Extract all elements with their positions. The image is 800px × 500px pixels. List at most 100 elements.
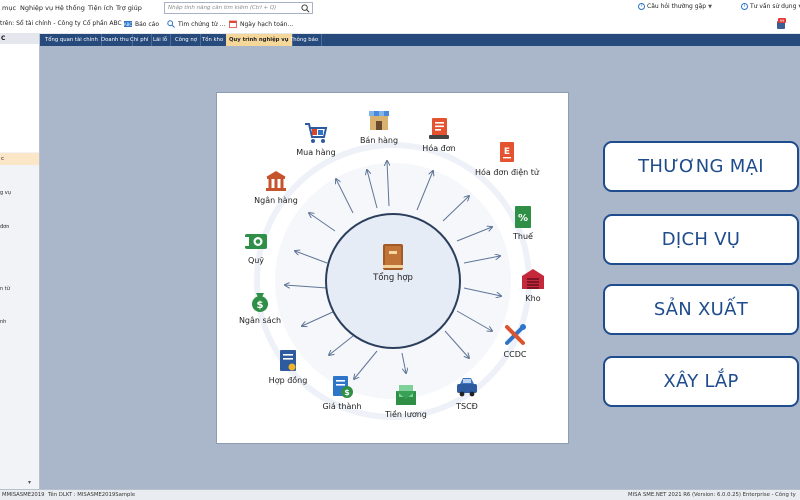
menu-item-tien-ich[interactable]: Tiện ích <box>88 4 114 12</box>
node-kho[interactable]: Kho <box>505 267 561 303</box>
menu-item-nghiep-vu[interactable]: Nghiệp vụ <box>20 4 54 12</box>
diagram-background <box>254 142 532 420</box>
report-icon: ABC <box>124 21 132 27</box>
warehouse-icon <box>522 269 544 289</box>
node-label: Mua hàng <box>296 148 336 157</box>
left-panel: C c g vụ đơn n từ nh ▾ <box>0 34 40 489</box>
car-icon <box>457 378 477 397</box>
notification-count: 99 <box>780 19 784 23</box>
faq-label: Câu hỏi thường gặp <box>647 3 707 10</box>
tab-quy-trinh-nghiep-vu[interactable]: Quy trình nghiệp vụ <box>226 34 293 46</box>
tab-tong-quan-tai-chinh[interactable]: Tổng quan tài chính <box>42 34 102 46</box>
report-button[interactable]: ABC Báo cáo <box>124 20 159 28</box>
posting-date-button[interactable]: Ngày hạch toán... <box>229 20 293 28</box>
business-type-thuong-mai-button[interactable]: THƯƠNG MẠI <box>603 141 799 192</box>
chevron-down-icon: ▼ <box>798 4 800 10</box>
node-tien-luong[interactable]: Tiền lương <box>371 383 441 419</box>
left-panel-item[interactable]: nh <box>0 319 7 325</box>
left-panel-selected-item[interactable]: c <box>0 153 39 165</box>
consult-menu[interactable]: i Tư vấn sử dụng ▼ <box>741 3 800 10</box>
menu-bar: mục Nghiệp vụ Hệ thống Tiện ích Trợ giúp… <box>0 0 800 16</box>
center-label-tong-hop[interactable]: Tổng hợp <box>373 273 413 283</box>
status-version: MISA SME.NET 2021 R6 (Version: 6.0.0.25)… <box>628 492 796 498</box>
menu-item-he-thong[interactable]: Hệ thống <box>55 4 85 12</box>
node-gia-thanh[interactable]: $ Giá thành <box>307 375 377 411</box>
left-panel-item[interactable]: g vụ <box>0 190 11 196</box>
node-quy[interactable]: Quỹ <box>221 229 291 265</box>
node-mua-hang[interactable]: Mua hàng <box>281 121 351 157</box>
menu-item-tro-giup[interactable]: Trợ giúp <box>116 4 142 12</box>
invoice-icon <box>429 118 449 139</box>
left-panel-header: C <box>0 34 39 44</box>
node-hoa-don-dien-tu[interactable]: E Hóa đơn điện tử <box>472 141 542 177</box>
business-type-dich-vu-button[interactable]: DỊCH VỤ <box>603 214 799 265</box>
svg-text:E: E <box>504 147 510 157</box>
left-panel-item[interactable]: đơn <box>0 224 10 230</box>
left-panel-blank <box>0 44 39 152</box>
node-label: Hóa đơn <box>422 144 456 153</box>
notification-icon[interactable]: 99 <box>775 18 787 31</box>
status-bar: MMISASME2019 Tên DLKT : MISASME2019Sampl… <box>0 489 800 500</box>
svg-text:%: % <box>518 213 528 224</box>
node-tscd[interactable]: TSCĐ <box>439 375 495 411</box>
chevron-down-icon: ▼ <box>708 3 712 10</box>
node-label: Thuế <box>513 232 533 241</box>
node-label: Tiền lương <box>385 410 427 419</box>
search-icon <box>167 20 175 28</box>
cost-sheet-icon: $ <box>333 376 353 398</box>
money-bag-icon: $ <box>252 293 268 312</box>
store-icon <box>369 111 389 130</box>
ledger-book-icon <box>383 244 403 270</box>
business-type-xay-lap-button[interactable]: XÂY LẮP <box>603 356 799 407</box>
tab-thong-bao[interactable]: Thông báo <box>287 34 323 46</box>
calendar-icon <box>229 20 237 28</box>
node-label: Bán hàng <box>359 136 399 145</box>
toolbar: trên: Sổ tài chính - Công ty Cổ phần ABC… <box>0 16 800 34</box>
scroll-down-icon[interactable]: ▾ <box>28 479 32 486</box>
shopping-cart-icon <box>305 123 328 143</box>
node-label: Ngân hàng <box>254 196 298 205</box>
e-invoice-icon: E <box>500 142 514 162</box>
node-ngan-sach[interactable]: $ Ngân sách <box>225 289 295 325</box>
node-label: Giá thành <box>322 402 362 411</box>
feature-search-box[interactable] <box>164 2 313 14</box>
node-ccdc[interactable]: CCDC <box>487 323 543 359</box>
node-hop-dong[interactable]: Hợp đồng <box>253 349 323 385</box>
posting-date-label: Ngày hạch toán... <box>240 20 294 28</box>
menu-item-danh-muc[interactable]: mục <box>2 4 17 12</box>
faq-menu[interactable]: ? Câu hỏi thường gặp ▼ <box>638 3 712 10</box>
process-diagram: Tổng hợp Bán hàng Hóa đơn E Hóa đơn điện… <box>216 92 569 444</box>
dashboard-tabs: Tổng quan tài chính Doanh thu Chi phí Lã… <box>40 34 800 46</box>
node-label: Hóa đơn điện tử <box>475 168 539 177</box>
business-type-san-xuat-button[interactable]: SẢN XUẤT <box>603 284 799 335</box>
tab-chi-phi[interactable]: Chi phí <box>127 34 153 46</box>
tax-icon: % <box>515 206 531 228</box>
tab-doanh-thu[interactable]: Doanh thu <box>98 34 133 46</box>
node-ban-hang[interactable]: Bán hàng <box>344 109 414 145</box>
node-label: Ngân sách <box>238 316 282 325</box>
process-arrows <box>285 161 501 379</box>
feature-search-input[interactable] <box>165 3 312 13</box>
node-label: Quỹ <box>247 256 265 265</box>
svg-text:ABC: ABC <box>124 22 132 27</box>
node-label: Kho <box>525 294 541 303</box>
node-label: TSCĐ <box>456 402 478 411</box>
node-thue[interactable]: % Thuế <box>495 205 551 241</box>
consult-label: Tư vấn sử dụng <box>750 3 797 10</box>
tab-lai-lo[interactable]: Lãi lỗ <box>150 34 172 46</box>
status-dlkt: Tên DLKT : MISASME2019Sample <box>48 492 136 498</box>
tools-icon <box>505 324 526 345</box>
report-label: Báo cáo <box>135 20 160 28</box>
contract-icon <box>280 350 296 371</box>
left-panel-item[interactable]: n từ <box>0 286 10 292</box>
find-document-button[interactable]: Tìm chứng từ ... <box>167 20 225 28</box>
bank-icon <box>266 171 286 191</box>
node-hoa-don[interactable]: Hóa đơn <box>404 117 474 153</box>
tab-cong-no[interactable]: Công nợ <box>172 34 201 46</box>
company-name: trên: Sổ tài chính - Công ty Cổ phần ABC <box>0 20 122 27</box>
tab-ton-kho[interactable]: Tồn kho <box>199 34 228 46</box>
find-document-label: Tìm chứng từ ... <box>178 20 226 28</box>
node-ngan-hang[interactable]: Ngân hàng <box>241 169 311 205</box>
search-icon[interactable] <box>301 4 310 13</box>
cash-fund-icon <box>245 234 267 249</box>
